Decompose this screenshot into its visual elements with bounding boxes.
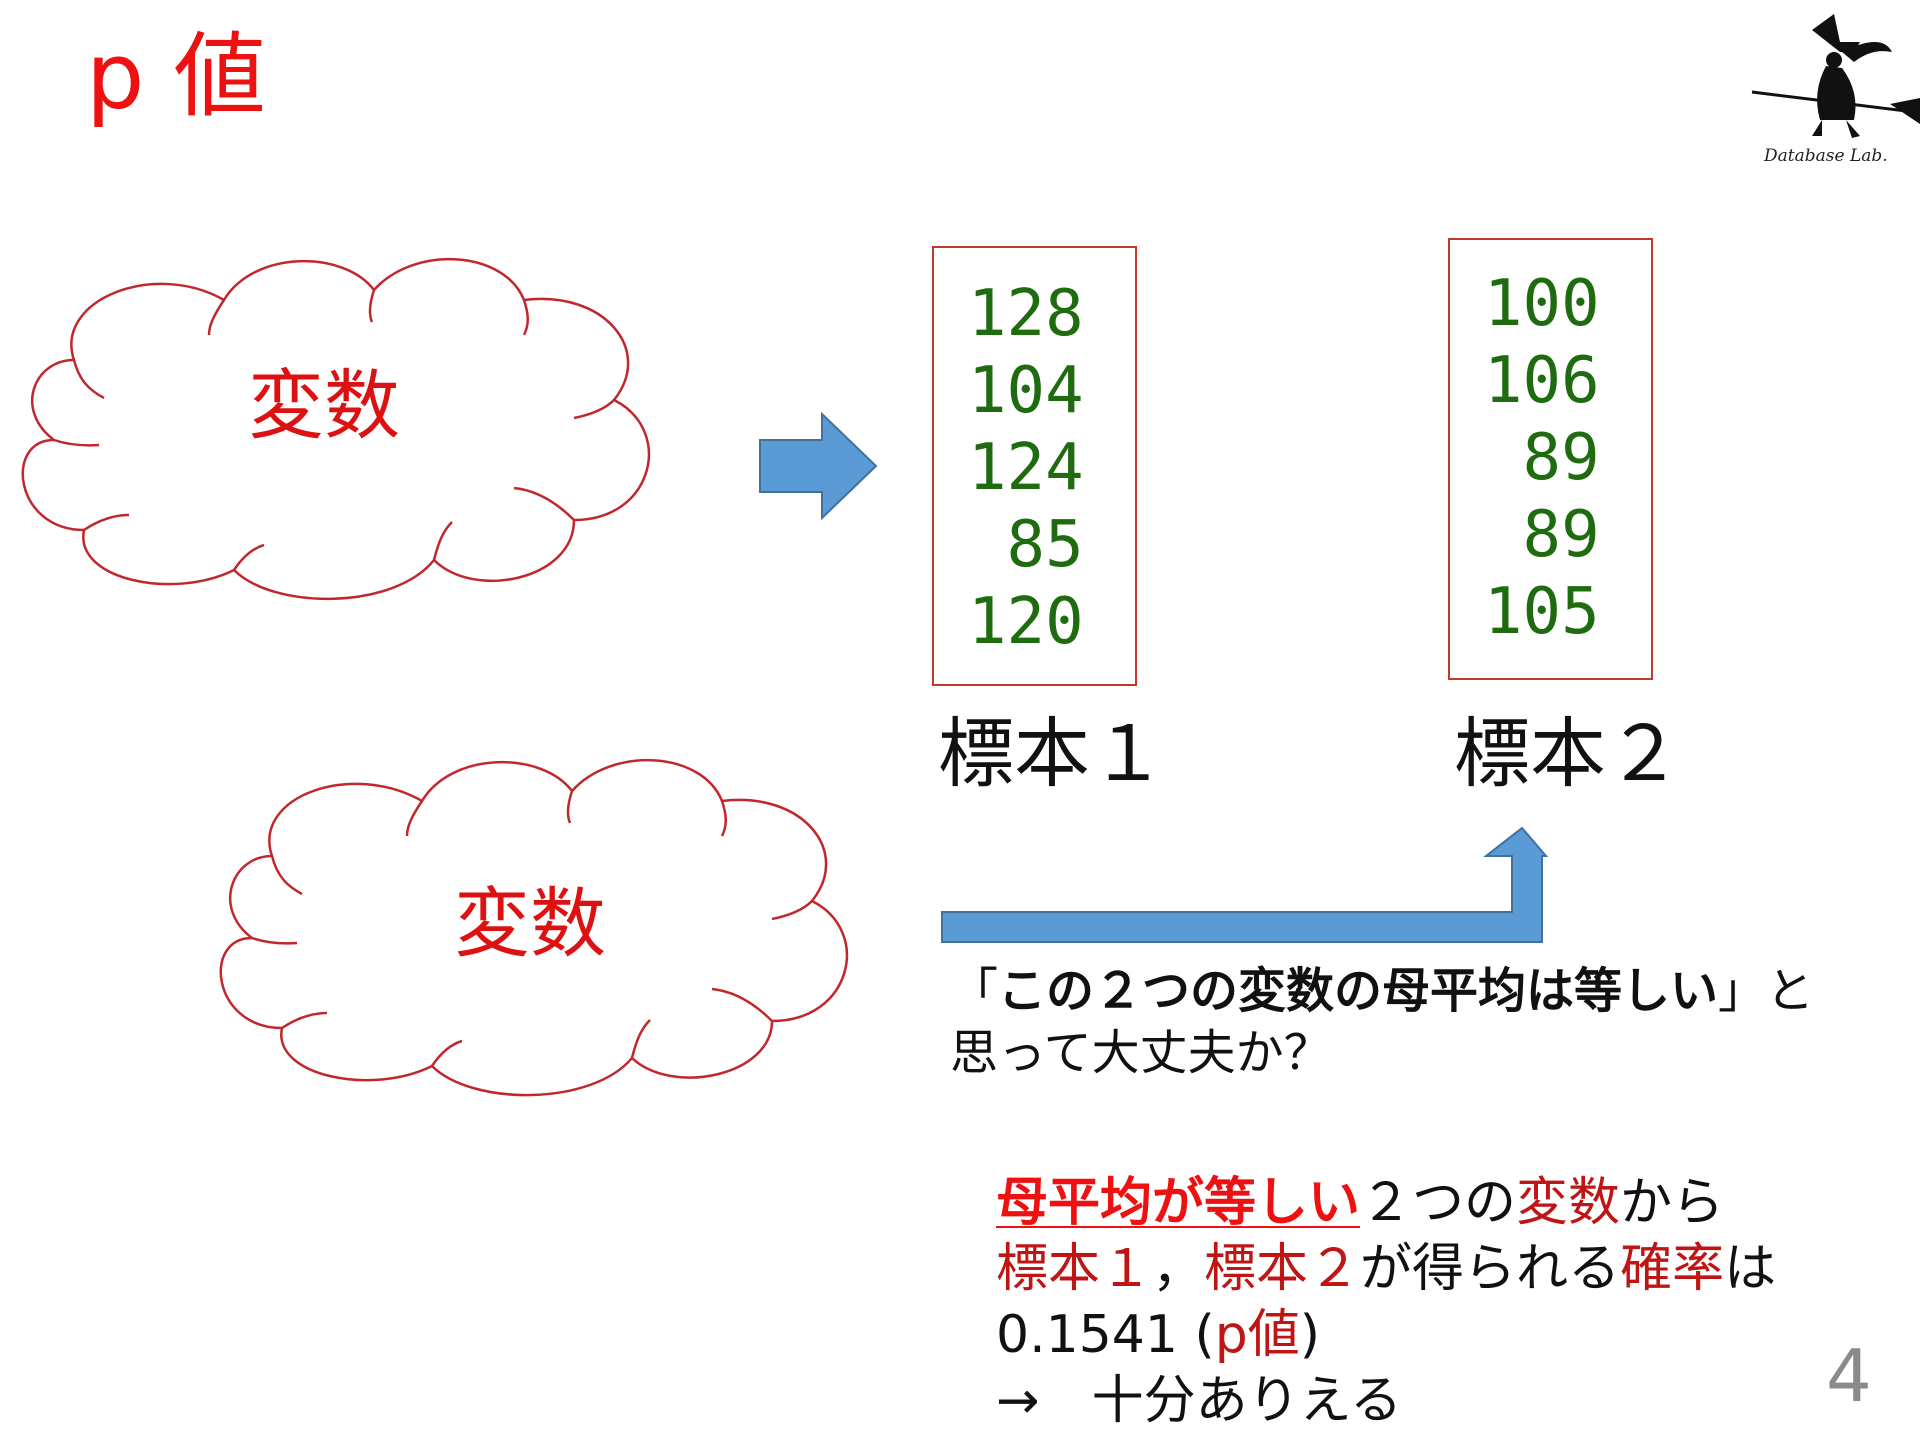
explanation-line-2: 標本１，標本２が得られる確率は [996,1236,1776,1302]
explanation-line-4: → 十分ありえる [996,1371,1403,1431]
equal-means-emphasis: 母平均が等しい [996,1173,1361,1233]
question-emphasis: この２つの変数の母平均は等しい [998,963,1719,1019]
probability-term: 確率 [1620,1239,1725,1299]
bent-arrow-icon [941,826,1549,943]
sample-1-label: 標本１ [938,709,1166,798]
sample-value: 85 [968,508,1084,582]
explanation-text-segment: から [1620,1173,1725,1233]
sample-1-box [932,246,1137,686]
explanation-line-1: 母平均が等しい２つの変数から [996,1170,1776,1236]
explanation-text-segment: ) [1299,1305,1321,1365]
cloud-shape [219,758,849,1097]
sample-value: 89 [1484,498,1600,572]
cloud-shape [21,257,651,600]
sample-1-term: 標本１ [996,1239,1153,1299]
explanation-text-segment: ２つの [1360,1173,1517,1233]
question-line-2: 思って大丈夫か？ [950,1025,1332,1081]
close-quote: 」と [1718,963,1815,1019]
right-arrow-icon [759,412,878,520]
slide-title: p 値 [86,23,266,130]
explanation-text-segment: は [1724,1239,1777,1299]
explanation-text-segment: が得られる [1360,1239,1621,1299]
witch-logo-icon [1751,14,1920,138]
question-text: 「この２つの変数の母平均は等しい」と 思って大丈夫か？ [950,960,1814,1084]
sample-2-box [1448,238,1653,680]
logo-caption: Database Lab. [1764,146,1888,166]
sample-value: 120 [968,585,1084,659]
question-line-1: 「この２つの変数の母平均は等しい」と [950,960,1814,1022]
p-value-number: 0.1541 ( [996,1305,1215,1365]
p-value-term: p値 [1214,1305,1300,1365]
cloud-label: 変数 [248,361,400,450]
sample-value: 105 [1484,575,1600,649]
sample-value: 124 [968,431,1084,505]
sample-2-term: 標本２ [1204,1239,1361,1299]
open-quote: 「 [950,963,999,1019]
sample-value: 100 [1484,267,1600,341]
sample-2-label: 標本２ [1454,709,1682,798]
sample-value: 89 [1484,421,1600,495]
cloud-label: 変数 [454,879,606,968]
explanation-text: 母平均が等しい２つの変数から 標本１，標本２が得られる確率は 0.1541 (p… [996,1170,1776,1434]
sample-value: 104 [968,354,1084,428]
page-number: 4 [1826,1334,1872,1418]
explanation-line-3: 0.1541 (p値) [996,1302,1776,1368]
sample-value: 106 [1484,344,1600,418]
sample-value: 128 [968,277,1084,351]
variables-term: 変数 [1516,1173,1621,1233]
explanation-text-segment: ， [1152,1239,1205,1299]
